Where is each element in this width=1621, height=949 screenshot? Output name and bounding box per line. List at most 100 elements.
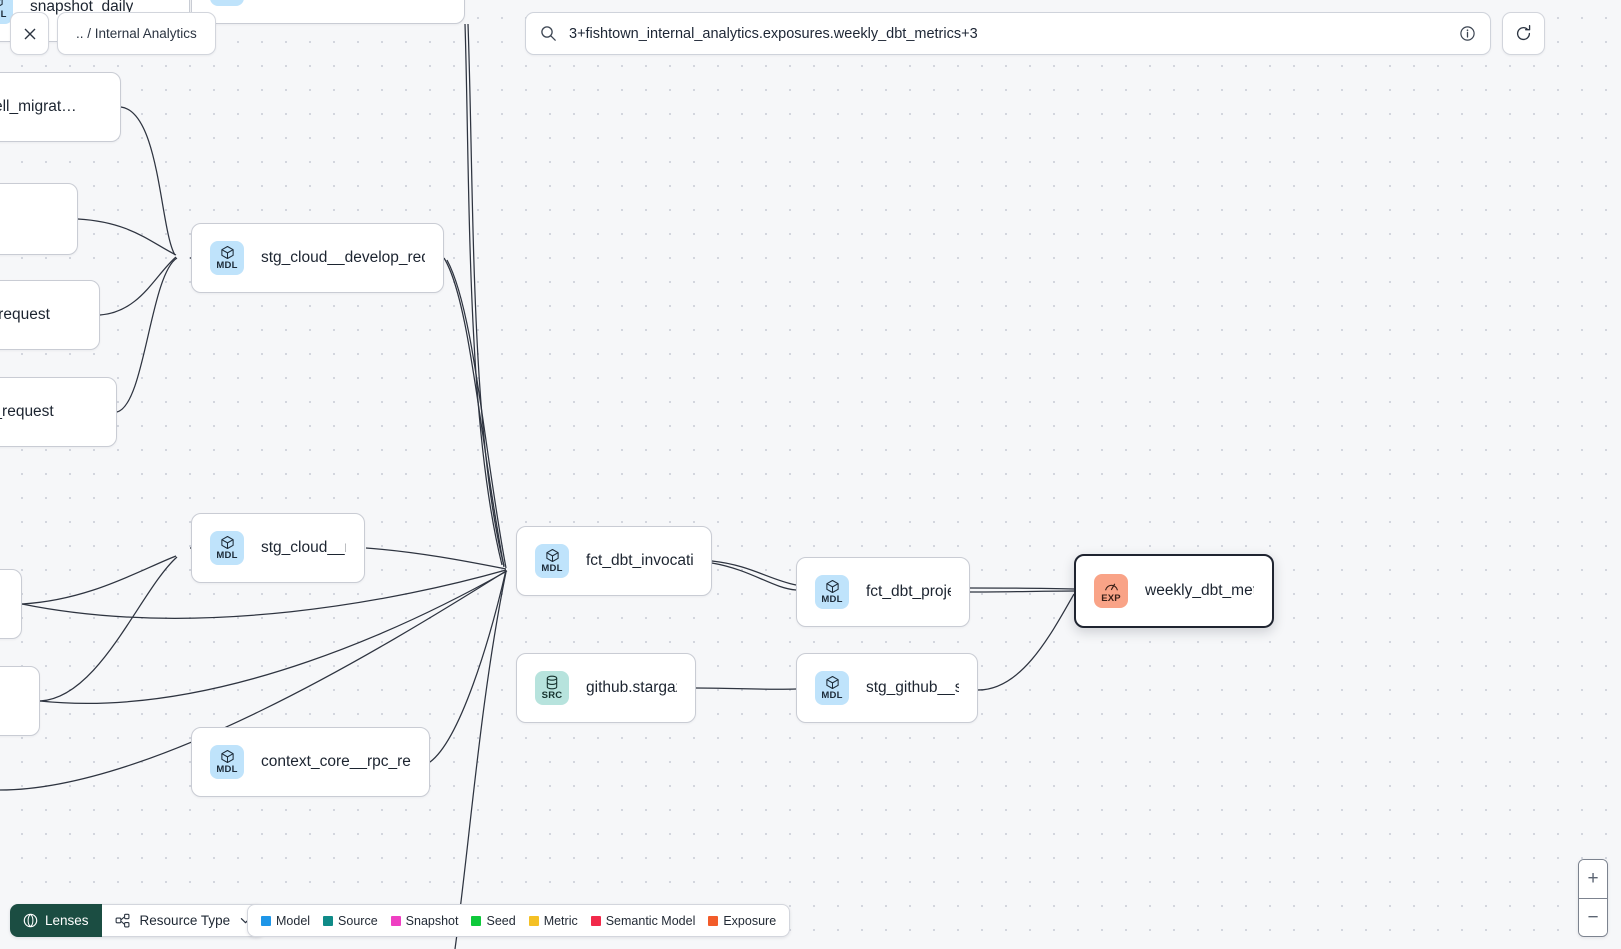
info-icon[interactable]: [1459, 25, 1476, 42]
lineage-edge: [711, 562, 797, 591]
lenses-toolbar: Lenses Resource Type: [10, 904, 266, 937]
lineage-edge: [446, 259, 507, 569]
lenses-button[interactable]: Lenses: [10, 904, 102, 937]
zoom-out-button[interactable]: −: [1579, 898, 1607, 936]
lineage-node[interactable]: MDL…_develop_request: [0, 377, 117, 447]
lineage-node-label: fct_dbt_invocations: [586, 552, 693, 569]
lineage-edge: [39, 556, 178, 702]
lineage-node-label: stg_cloud__develop_requests: [261, 249, 425, 266]
zoom-out-label: −: [1587, 906, 1599, 928]
lineage-node-label: stg_cloud__runs: [261, 539, 346, 556]
lineage-node-label: snapshot_daily: [30, 0, 134, 15]
search-input[interactable]: [569, 25, 1459, 42]
lineage-node[interactable]: SRC github.stargazers: [516, 653, 696, 723]
legend-label: Source: [338, 913, 378, 928]
lineage-edge: [969, 587, 1075, 590]
legend-item: Model: [261, 914, 310, 928]
lineage-edge: [467, 23, 505, 567]
lineage-node[interactable]: MDL fct_dbt_projects: [796, 557, 970, 627]
lineage-node[interactable]: MDL…multicell_migrat…: [0, 72, 121, 142]
zoom-controls: + −: [1578, 859, 1608, 937]
lineage-node[interactable]: MDL stg_cloud__runs: [191, 513, 365, 583]
close-icon: [24, 28, 35, 39]
resource-type-button[interactable]: Resource Type: [101, 904, 266, 937]
lineage-node-label: …_develop_request: [0, 403, 54, 420]
lineage-node[interactable]: EXP weekly_dbt_metrics: [1074, 554, 1274, 628]
legend-item: Semantic Model: [590, 913, 696, 928]
lineage-node-label: fct_dbt_projects: [866, 583, 951, 600]
lineage-edge: [711, 560, 797, 586]
lineage-edge: [429, 569, 507, 763]
legend-item: Source: [323, 914, 378, 928]
mdl-badge-icon: MDL: [0, 0, 13, 24]
lineage-node[interactable]: MDL context_core__rpc_request: [191, 727, 430, 797]
lineage-node-label: …velop_request: [0, 306, 50, 323]
src-badge-icon: SRC: [535, 671, 569, 705]
lenses-label: Lenses: [45, 913, 89, 928]
lineage-edge: [969, 590, 1075, 593]
lineage-node[interactable]: MDL…n: [0, 569, 22, 639]
zoom-in-button[interactable]: +: [1579, 860, 1607, 898]
lineage-edge: [365, 547, 507, 570]
legend-swatch-icon: [471, 915, 482, 926]
mdl-badge-icon: MDL: [210, 241, 244, 275]
lineage-edge: [99, 256, 177, 316]
mdl-badge-icon: MDL: [210, 745, 244, 779]
lineage-node[interactable]: MDL…p_request: [0, 183, 78, 255]
lineage-node[interactable]: MDL stg_cloud__develop_requests: [191, 223, 444, 293]
zoom-in-label: +: [1587, 868, 1599, 889]
lineage-node[interactable]: MDL stg_github__stars: [796, 653, 978, 723]
legend-swatch-icon: [528, 915, 539, 926]
legend-swatch-icon: [708, 915, 719, 926]
lineage-edge: [39, 570, 508, 704]
lineage-node-label: …multicell_migrat…: [0, 98, 77, 115]
legend-item: Snapshot: [390, 913, 459, 928]
refresh-button[interactable]: [1502, 12, 1545, 55]
lineage-edge: [443, 257, 505, 568]
lineage-node-label: weekly_dbt_metrics: [1145, 582, 1254, 599]
breadcrumb[interactable]: .. / Internal Analytics: [57, 12, 216, 55]
lineage-edge: [464, 23, 503, 566]
legend-swatch-icon: [323, 915, 334, 926]
lineage-node[interactable]: MDL…velop_request: [0, 280, 100, 350]
lens-icon: [23, 913, 38, 928]
lineage-node-label: github.stargazers: [586, 679, 677, 696]
lineage-edge: [21, 555, 177, 605]
lineage-edge: [120, 106, 176, 256]
breadcrumb-label: .. / Internal Analytics: [76, 26, 197, 41]
mdl-badge-icon: MDL: [210, 531, 244, 565]
resource-type-label: Resource Type: [139, 913, 231, 928]
lineage-edge: [116, 257, 178, 413]
search-icon: [541, 26, 556, 41]
legend-label: Snapshot: [405, 913, 459, 928]
nodes-icon: [115, 913, 130, 927]
lineage-node[interactable]: MDLint_cloud__account_plan_history: [191, 0, 465, 24]
lineage-edge: [77, 218, 177, 256]
legend-swatch-icon: [590, 915, 601, 926]
refresh-icon: [1517, 25, 1531, 41]
close-button[interactable]: [10, 12, 49, 55]
mdl-badge-icon: MDL: [815, 671, 849, 705]
legend-label: Model: [276, 913, 311, 928]
lineage-search-bar[interactable]: [525, 12, 1491, 55]
legend-swatch-icon: [390, 915, 401, 926]
mdl-badge-icon: MDL: [210, 0, 244, 6]
legend-item: Metric: [528, 914, 578, 928]
lineage-node-label: context_core__rpc_request: [261, 753, 411, 770]
legend-label: Semantic Model: [605, 913, 696, 928]
legend-swatch-icon: [261, 915, 271, 926]
legend-label: Seed: [486, 913, 516, 928]
lineage-node[interactable]: MDL…_run: [0, 666, 40, 736]
legend-item: Seed: [471, 913, 516, 928]
exp-badge-icon: EXP: [1094, 574, 1128, 608]
legend-item: Exposure: [708, 914, 776, 928]
lineage-edge: [695, 687, 797, 690]
lineage-edge: [977, 593, 1075, 691]
legend-label: Exposure: [723, 913, 777, 928]
resource-type-legend: Model Source Snapshot Seed Metric Semantic Mo…: [247, 904, 791, 937]
lineage-node-label: stg_github__stars: [866, 679, 959, 696]
mdl-badge-icon: MDL: [815, 575, 849, 609]
